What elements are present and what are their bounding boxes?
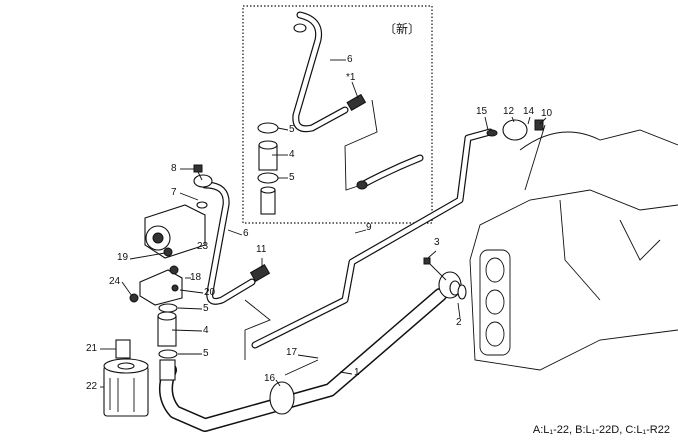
filter-head-icon <box>129 247 183 306</box>
callout-1: 1 <box>354 367 360 378</box>
callout-6: 6 <box>243 228 249 239</box>
model-applicability-caption: A:L₁-22, B:L₁-22D, C:L₁-R22 <box>532 424 670 436</box>
callout-8: 8 <box>171 163 177 174</box>
callout-5b: 5 <box>203 348 209 359</box>
callout-12: 12 <box>503 106 515 117</box>
callout-16: 16 <box>264 373 276 384</box>
inset-lower-pipe <box>358 154 424 189</box>
inset-clamp-icon <box>257 172 279 184</box>
inset-box <box>242 5 433 224</box>
callout-5a: 5 <box>203 303 209 314</box>
clamp-icon <box>158 349 178 359</box>
callout-10: 10 <box>541 108 553 119</box>
inset-fuel-pipe <box>292 11 349 133</box>
inset-new-type-mark: 〔新〕 <box>384 22 421 36</box>
callout-7: 7 <box>171 187 177 198</box>
callout-11: 11 <box>256 244 267 255</box>
callout-inset-6: 6 <box>347 54 353 65</box>
callout-3: 3 <box>434 237 440 248</box>
callout-inset-5b: 5 <box>289 172 295 183</box>
pipe-9 <box>251 128 494 349</box>
callout-17: 17 <box>286 347 298 358</box>
callout-inset-4: 4 <box>289 149 295 160</box>
inset-clamp-icon <box>257 122 279 134</box>
callout-4: 4 <box>203 325 209 336</box>
callout-22: 22 <box>86 381 98 392</box>
fitting-11-icon <box>249 263 271 283</box>
callout-inset-1: *1 <box>346 72 356 83</box>
engine-block-outline <box>469 129 678 371</box>
callout-21: 21 <box>86 343 98 354</box>
hose-clip-icon <box>269 381 295 415</box>
callout-2: 2 <box>456 317 462 328</box>
callout-19: 19 <box>117 252 129 263</box>
callout-18: 18 <box>190 272 202 283</box>
clamp-icon <box>158 303 178 313</box>
spring-icon <box>115 339 131 359</box>
fuel-filter-icon <box>103 358 149 417</box>
callout-inset-5a: 5 <box>289 124 295 135</box>
callout-20: 20 <box>204 287 216 298</box>
pipe-1 <box>159 288 447 432</box>
callout-9: 9 <box>366 222 372 233</box>
callout-14: 14 <box>523 106 535 117</box>
callout-23: 23 <box>197 241 209 252</box>
pipe-6 <box>201 181 256 305</box>
inset-fitting-icon <box>346 93 367 112</box>
inset-banjo-icon <box>293 23 307 33</box>
callout-24: 24 <box>109 276 121 287</box>
injection-pump-icon <box>144 164 213 259</box>
check-valve-icon <box>502 119 528 141</box>
callout-15: 15 <box>476 106 488 117</box>
